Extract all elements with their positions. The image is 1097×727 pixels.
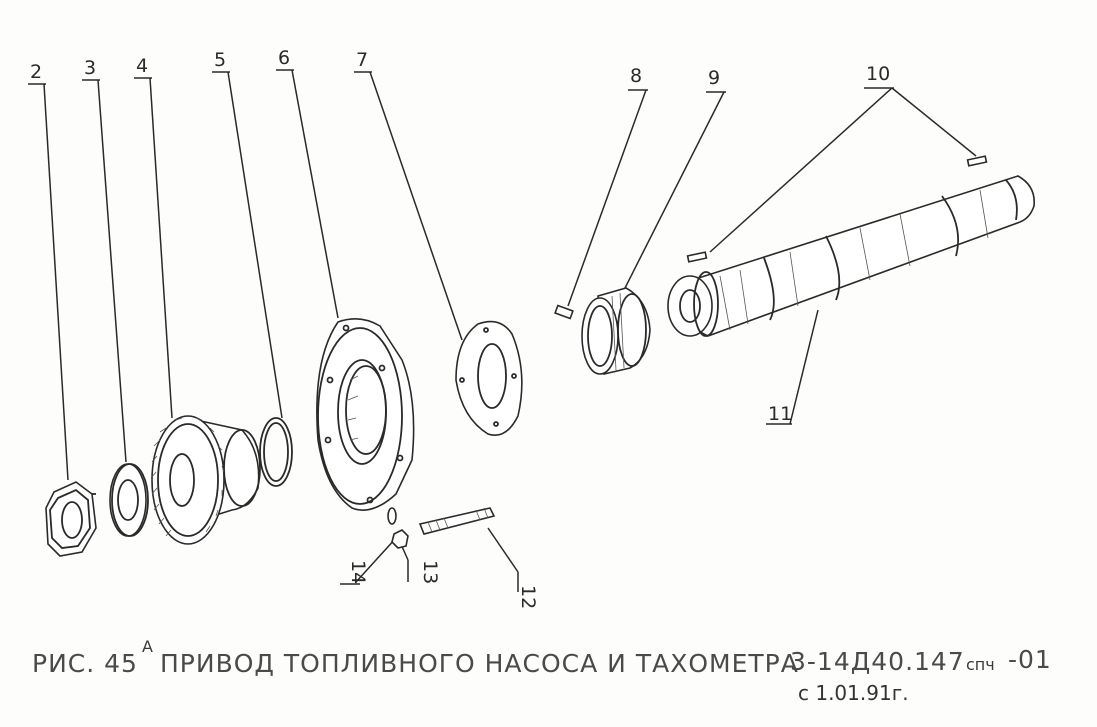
caption-title: ПРИВОД ТОПЛИВНОГО НАСОСА И ТАХОМЕТРА [160, 649, 799, 678]
callout-12: 12 [487, 527, 539, 609]
callout-2: 2 [28, 61, 69, 481]
part-small-nut [391, 529, 409, 549]
part-drive-gear [150, 415, 261, 545]
callout-9: 9 [623, 67, 726, 291]
callout-13: 13 [399, 541, 441, 584]
part-o-ring [259, 417, 293, 487]
part-shaft [667, 175, 1035, 337]
callout-number: 3 [84, 57, 96, 79]
callout-number: 11 [768, 403, 792, 425]
part-small-washer [387, 507, 397, 525]
caption-superscript: А [142, 637, 153, 656]
callout-7: 7 [354, 49, 463, 341]
figure-caption: РИС. 45 А ПРИВОД ТОПЛИВНОГО НАСОСА И ТАХ… [32, 637, 1052, 705]
callout-number: 14 [347, 560, 369, 584]
callout-number: 4 [136, 55, 148, 77]
part-pin [554, 304, 574, 320]
callout-14: 14 [340, 537, 397, 585]
part-washer [109, 463, 149, 537]
callout-6: 6 [276, 47, 339, 319]
part-gasket [455, 320, 523, 436]
callout-10: 10 [709, 63, 977, 253]
callout-number: 13 [419, 560, 441, 584]
callout-number: 9 [708, 67, 720, 89]
caption-date: с 1.01.91г. [798, 681, 909, 705]
part-nut [45, 481, 97, 557]
caption-code-suffix: спч [966, 655, 995, 674]
callout-11: 11 [766, 309, 819, 425]
caption-code-end: -01 [1008, 645, 1052, 674]
caption-prefix: РИС. 45 [32, 649, 138, 678]
part-stud [418, 507, 496, 535]
callout-number: 2 [30, 61, 42, 83]
callout-number: 5 [214, 49, 226, 71]
callout-4: 4 [134, 55, 173, 419]
part-bushing [581, 287, 651, 375]
callout-number: 7 [356, 49, 368, 71]
callout-number: 6 [278, 47, 290, 69]
callout-8: 8 [567, 65, 648, 307]
part-keys [686, 155, 988, 263]
callout-number: 12 [517, 585, 539, 609]
callout-5: 5 [212, 49, 283, 419]
part-flange-housing [316, 318, 415, 511]
callout-number: 10 [866, 63, 890, 85]
callout-number: 8 [630, 65, 642, 87]
caption-code: 3-14Д40.147 [790, 647, 965, 676]
callout-3: 3 [82, 57, 127, 463]
